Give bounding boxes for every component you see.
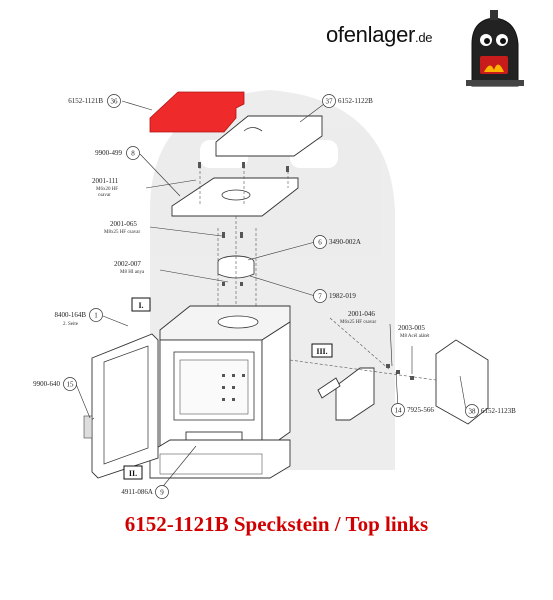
fastener-2001-111: 2001-111 M6x20 HF csavar bbox=[92, 177, 119, 198]
callout-9[interactable]: 9 4911-086A bbox=[121, 485, 169, 499]
callout-38-number: 38 bbox=[469, 408, 477, 416]
callout-14-code: 7925-566 bbox=[407, 406, 434, 414]
callout-14[interactable]: 14 7925-566 bbox=[391, 403, 435, 417]
callout-15-number: 15 bbox=[67, 381, 75, 389]
callout-37-code: 6152-1122B bbox=[338, 97, 373, 105]
callout-36-code: 6152-1121B bbox=[68, 97, 103, 105]
top-cover-plate bbox=[171, 177, 299, 217]
site-logo[interactable]: ofenlager.de bbox=[326, 22, 433, 48]
svg-text:2003-005: 2003-005 bbox=[398, 324, 425, 332]
logo-text: ofenlager bbox=[326, 22, 416, 47]
svg-text:M8 HI anya: M8 HI anya bbox=[120, 270, 145, 275]
logo-tld: .de bbox=[415, 30, 433, 45]
svg-text:2001-065: 2001-065 bbox=[110, 220, 137, 228]
callout-14-number: 14 bbox=[395, 407, 403, 415]
callout-38[interactable]: 38 6152-1123B bbox=[465, 404, 517, 418]
callout-6-code: 3490-002A bbox=[329, 238, 361, 246]
top-stone-left-highlighted[interactable] bbox=[149, 91, 245, 133]
callout-1-code: 8400-164B bbox=[55, 311, 87, 319]
callout-8[interactable]: 8 9900-499 bbox=[95, 146, 140, 160]
page-caption: 6152-1121B Speckstein / Top links bbox=[124, 512, 429, 536]
callout-36-number: 36 bbox=[111, 98, 119, 106]
fastener-2003-005: 2003-005 M8 Acél alátét bbox=[398, 324, 430, 339]
callout-15[interactable]: 15 9900-640 bbox=[33, 377, 77, 391]
svg-text:M6x20 HF: M6x20 HF bbox=[96, 187, 118, 192]
fastener-2001-065: 2001-065 M8x25 HF csavar bbox=[104, 220, 140, 235]
callout-7-number: 7 bbox=[318, 293, 322, 301]
callout-37-number: 37 bbox=[326, 98, 334, 106]
svg-text:csavar: csavar bbox=[98, 193, 111, 198]
svg-text:M6x25 HF csavar: M6x25 HF csavar bbox=[340, 320, 376, 325]
stove-door[interactable] bbox=[83, 333, 159, 479]
side-stone-right bbox=[435, 339, 489, 425]
callout-8-number: 8 bbox=[131, 150, 135, 158]
callout-6[interactable]: 6 3490-002A bbox=[313, 235, 361, 249]
callout-15-code: 9900-640 bbox=[33, 380, 60, 388]
svg-text:2002-007: 2002-007 bbox=[114, 260, 141, 268]
top-stone-right[interactable] bbox=[215, 115, 323, 157]
callout-8-code: 9900-499 bbox=[95, 149, 122, 157]
section-mark-iii: III. bbox=[311, 343, 333, 358]
fasteners bbox=[198, 162, 414, 380]
callout-6-number: 6 bbox=[318, 239, 322, 247]
callout-9-code: 4911-086A bbox=[121, 488, 153, 496]
callout-1[interactable]: 1 8400-164B 2. Seite bbox=[55, 308, 103, 328]
callout-36[interactable]: 36 6152-1121B bbox=[68, 94, 121, 108]
fastener-2002-007: 2002-007 M8 HI anya bbox=[114, 260, 145, 275]
svg-text:II.: II. bbox=[129, 469, 137, 478]
svg-text:I.: I. bbox=[138, 301, 143, 310]
svg-text:III.: III. bbox=[316, 347, 327, 356]
svg-text:M8 Acél alátét: M8 Acél alátét bbox=[400, 334, 430, 339]
svg-text:M8x25 HF csavar: M8x25 HF csavar bbox=[104, 230, 140, 235]
svg-text:2001-046: 2001-046 bbox=[348, 310, 375, 318]
callout-7-code: 1982-019 bbox=[329, 292, 356, 300]
section-mark-i: I. bbox=[131, 297, 151, 312]
callout-9-number: 9 bbox=[160, 489, 164, 497]
svg-text:2001-111: 2001-111 bbox=[92, 177, 119, 185]
stove-mascot-icon bbox=[466, 10, 524, 87]
callout-1-number: 1 bbox=[94, 312, 98, 320]
section-mark-ii: II. bbox=[123, 465, 143, 480]
callout-37[interactable]: 37 6152-1122B bbox=[322, 94, 374, 108]
callout-1-sub: 2. Seite bbox=[63, 322, 79, 327]
callout-38-code: 6152-1123B bbox=[481, 407, 516, 415]
side-bracket bbox=[317, 377, 341, 399]
side-stone-panel bbox=[335, 367, 375, 421]
stove-body bbox=[149, 305, 291, 479]
fastener-2001-046: 2001-046 M6x25 HF csavar bbox=[340, 310, 376, 325]
callout-7[interactable]: 7 1982-019 bbox=[313, 289, 357, 303]
